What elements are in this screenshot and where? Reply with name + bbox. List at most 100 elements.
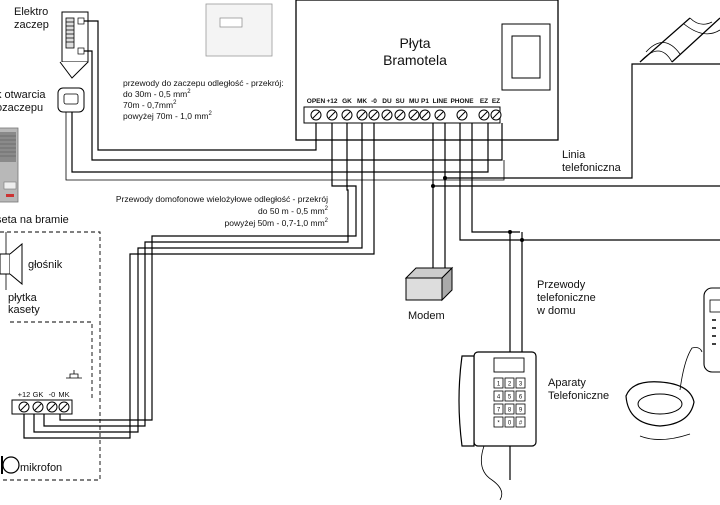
gate-panel-dashed-outline [0,231,101,481]
svg-text:70m - 0,7mm2: 70m - 0,7mm2 [123,100,177,110]
board-label-1: płytka [8,292,38,304]
terminal-label: EZ [480,98,488,105]
lock-bracket [59,61,89,79]
keypad-key [493,403,504,415]
terminal-label: GK [342,98,352,105]
speaker-cone [9,242,23,286]
intercom-wire-0 [23,123,375,439]
lock-terminal-a [77,17,85,25]
button-label-2: ozaczepu [0,102,43,114]
wall-unit-display [219,17,243,28]
modem-front [405,277,443,301]
terminal-label: -0 [371,98,377,105]
panel-terminal-label: +12 [18,390,31,399]
gate-panel-grille-lines [0,135,16,157]
junction-2 [508,230,512,234]
button-wire-2 [65,112,505,181]
gate-panel-call-button [3,181,17,190]
board-dashed-outline [10,321,93,400]
keypad-key [493,390,504,402]
cordless-antenna [679,347,703,391]
junction-1 [520,238,524,242]
terminal-label: DU [382,98,392,105]
microphone-icon [2,456,20,474]
intercom-wire-gk [43,123,349,427]
terminal-label: LINE [433,98,448,105]
terminal-screw-slot [492,111,500,119]
keypad-key-label: * [497,421,500,427]
keypad-key [504,403,515,415]
main-unit-title-2: Bramotela [383,52,447,68]
intercom-wires-note: Przewody domofonowe wielożyłowe odległoś… [116,194,329,228]
intercom-wire-mk [33,123,363,433]
panel-terminal-screw-slot [60,403,68,411]
terminal-screw-slot [312,111,320,119]
keypad-key-label: 2 [508,382,512,388]
lock-note-sup-1: 2 [187,89,191,95]
panel-terminal-screw-slot [48,403,56,411]
phone-line-label-1: Linia [562,149,586,161]
keypad-key [493,377,504,389]
board-label-2: kasety [8,304,40,316]
keypad-key-label: 8 [508,408,512,414]
terminal-screw-slot [370,111,378,119]
keypad-key [493,416,504,428]
home-wires-label-3: w domu [536,305,576,317]
keypad-key-label: 6 [519,395,523,401]
button-label-1: k otwarcia [0,89,46,101]
phone-line-label-2: telefoniczna [562,162,622,174]
svg-text:do 50 m - 0,5 mm2: do 50 m - 0,5 mm2 [258,206,329,216]
terminal-label: P1 [421,98,429,105]
terminal-label: +12 [326,98,337,105]
svg-text:do 30m - 0,5 mm2: do 30m - 0,5 mm2 [123,89,191,99]
pole-2 [671,17,720,63]
modem-wires [432,178,446,274]
intercom-wire-12 [59,123,357,421]
pole-wires-2 [683,17,720,35]
panel-terminal-screw-slot [20,403,28,411]
intercom-note-2: do 50 m - 0,5 mm [258,206,325,216]
terminal-label: EZ [492,98,500,105]
lock-wires-note: przewody do zaczepu odległość - przekrój… [123,78,284,121]
keypad-key-label: 4 [497,395,501,401]
lock-label-2: zaczep [14,19,49,31]
keypad-key [515,390,526,402]
lock-note-sup-2: 2 [173,100,177,106]
intercom-note-1: Przewody domofonowe wielożyłowe odległoś… [116,194,328,204]
lock-note-2: do 30m - 0,5 mm [123,89,187,99]
wiring [23,20,720,480]
keypad-key-label: 5 [508,395,512,401]
intercom-note-3: powyżej 50m - 0,7-1,0 mm [225,218,325,228]
lock-wire-ez [84,50,503,161]
junction-4 [443,176,447,180]
cordless-phone [625,287,720,440]
cordless-handset-display [709,299,720,313]
intercom-note-sup-2: 2 [325,218,329,224]
main-unit-module-inner [511,35,541,79]
lock-note-3: 70m - 0,7mm [123,100,173,110]
gate-panel-label: seta na bramie [0,214,69,226]
gate-panel-grille [0,132,16,162]
keypad-key-label: 9 [519,408,523,414]
panel-terminal-screws [18,401,70,413]
terminal-label: SU [395,98,404,105]
terminal-screw-slot [410,111,418,119]
panel-terminal-label: -0 [49,390,56,399]
keypad-key-label: 0 [508,421,512,427]
intercom-note-sup-1: 2 [325,206,329,212]
lock-terminal-b [77,47,85,55]
speaker-label: głośnik [28,259,63,271]
panel-terminal-label: GK [33,390,44,399]
wall-unit [205,3,273,57]
phone-line-wire-2 [444,63,720,179]
terminal-screw-slot [421,111,429,119]
terminal-screw-slot [458,111,466,119]
terminal-screw-slot [480,111,488,119]
terminal-screw-slot [383,111,391,119]
keypad-key [515,416,526,428]
